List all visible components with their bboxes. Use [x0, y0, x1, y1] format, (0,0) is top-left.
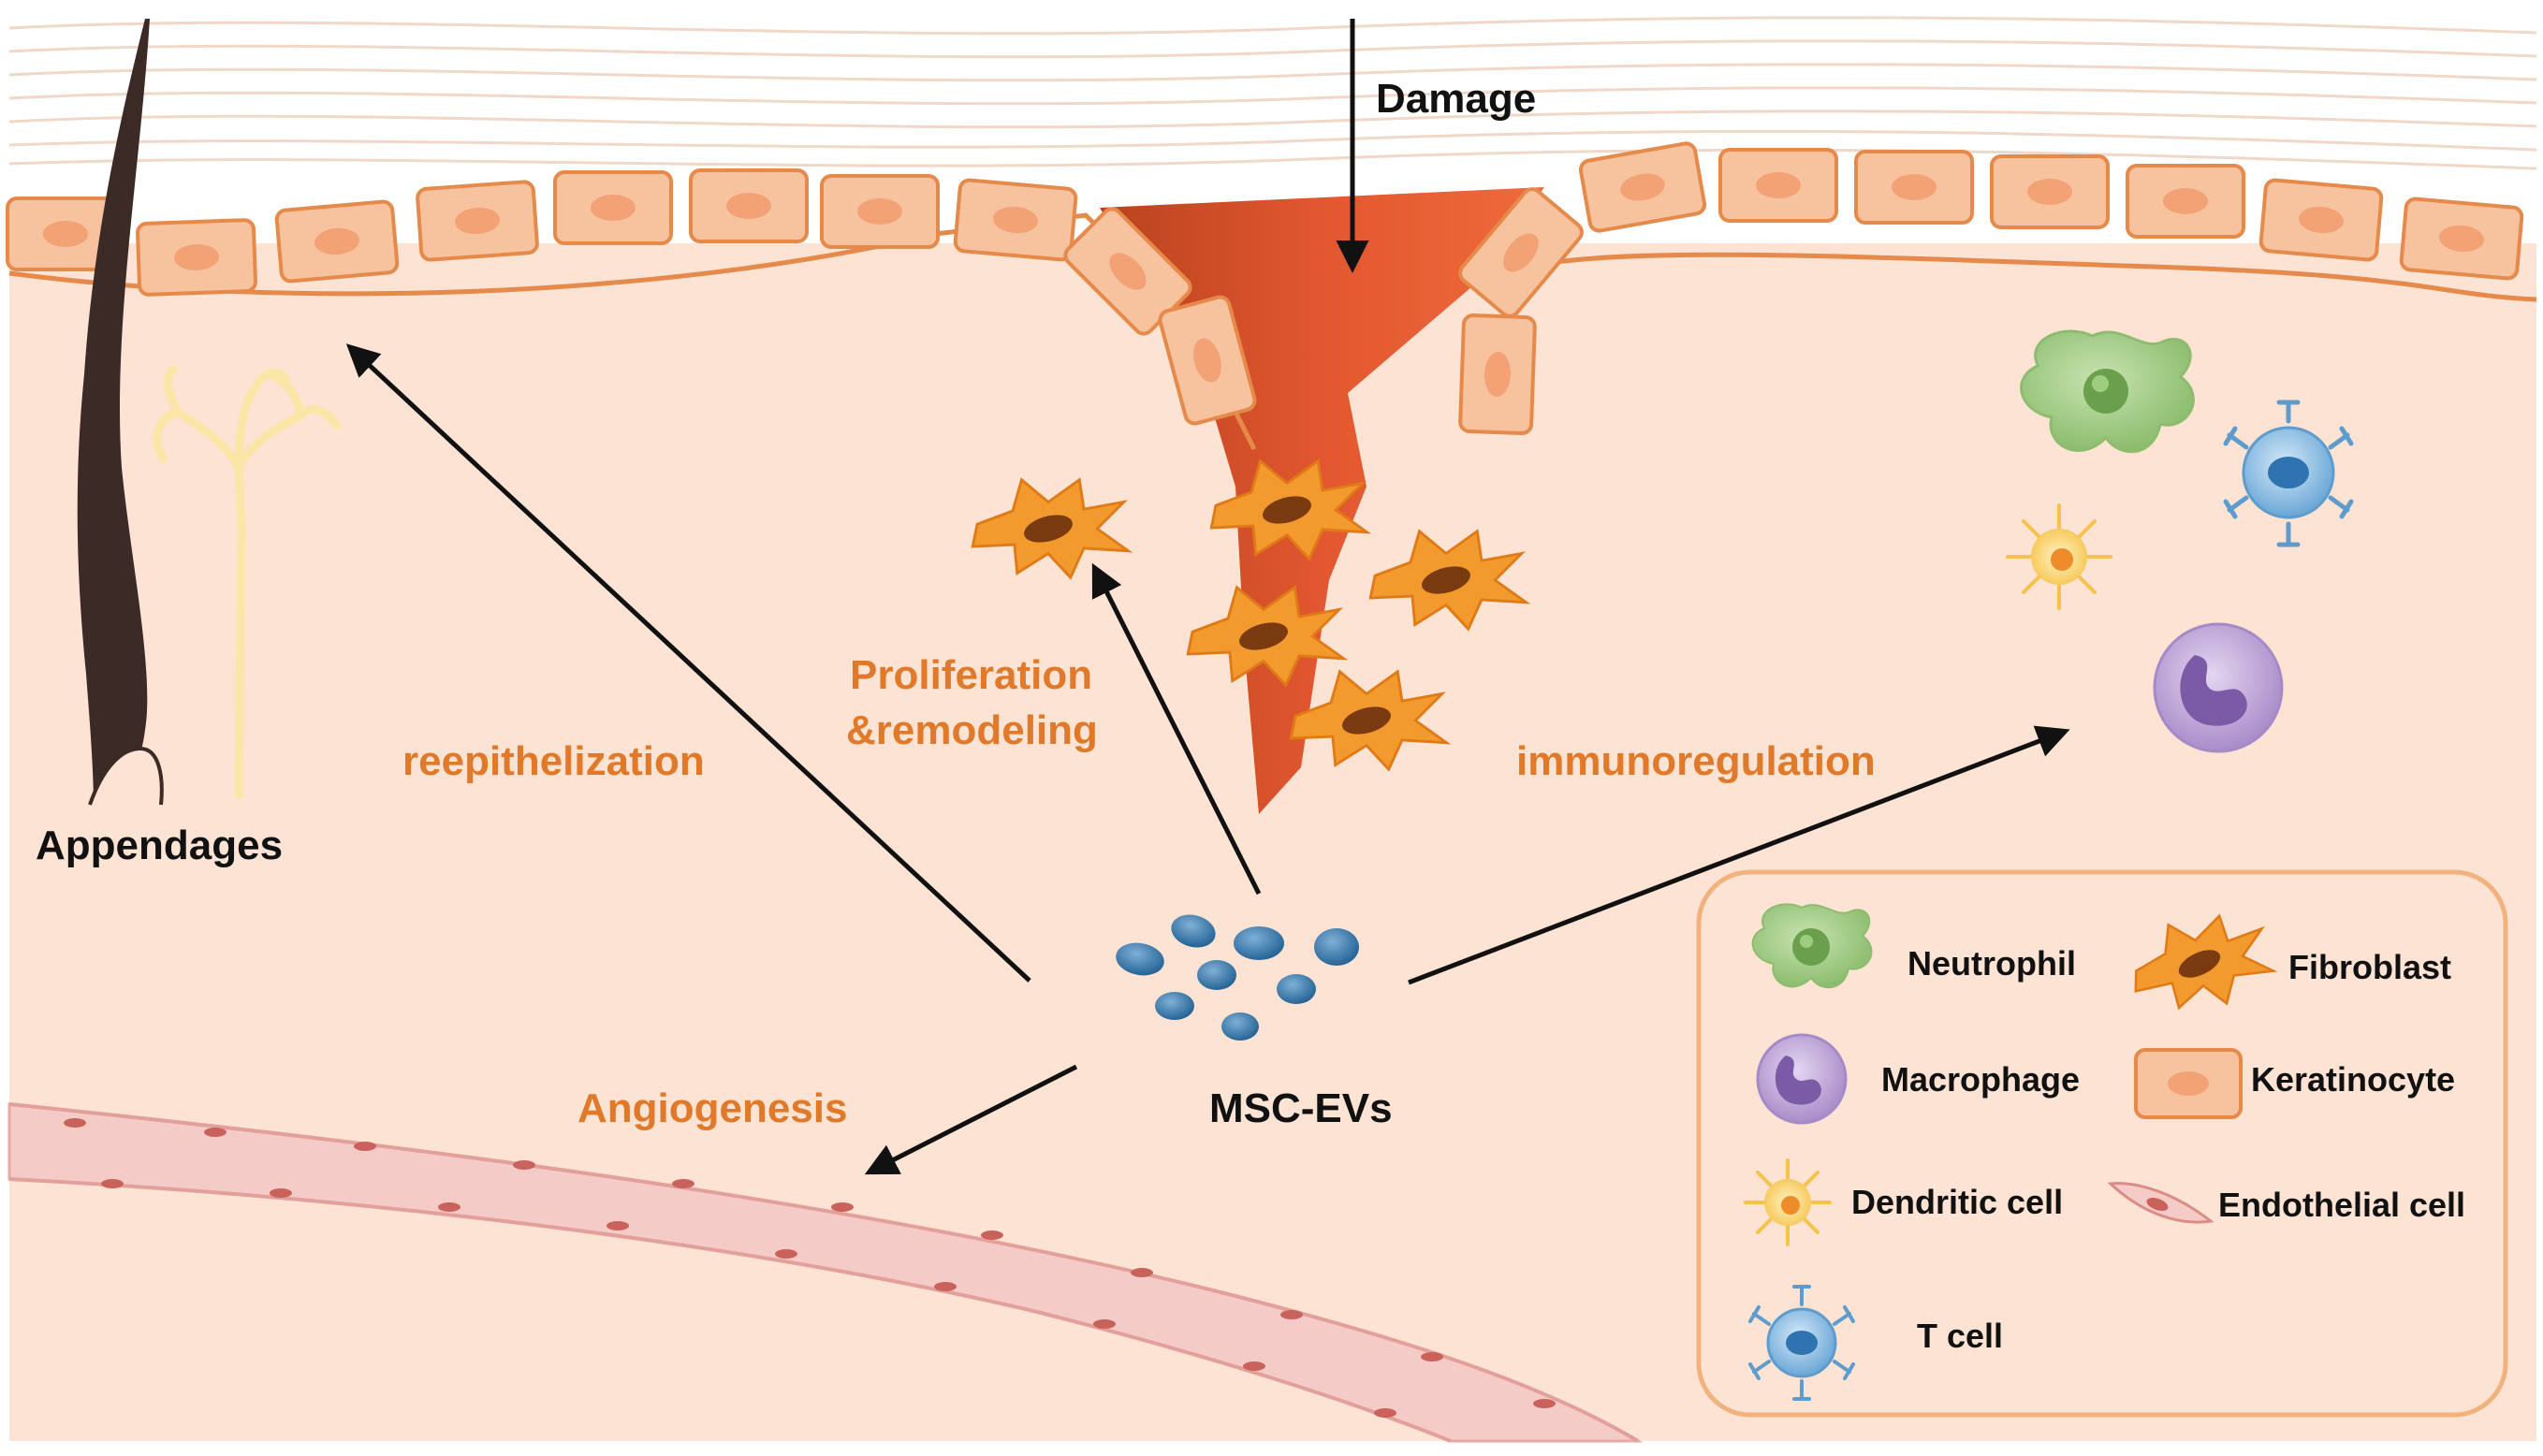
- reepithelization-arrow: [345, 343, 1031, 983]
- legend-keratinocyte-icon: [2134, 1048, 2243, 1119]
- neutrophil-cell: [2020, 329, 2195, 454]
- reepithelization-label: reepithelization: [402, 738, 705, 784]
- immunoregulation-label: immunoregulation: [1516, 738, 1876, 784]
- proliferation-line: Proliferation: [850, 652, 1093, 698]
- legend-endothelial-cell-icon: [2107, 1182, 2214, 1224]
- legend-t-cell-label: T cell: [1917, 1317, 2004, 1355]
- appendages-label: Appendages: [36, 823, 284, 868]
- msc-ev-vesicles: [1116, 914, 1359, 1041]
- msc-evs-label: MSC-EVs: [1209, 1085, 1393, 1131]
- immunoregulation-arrow: [1408, 725, 2070, 985]
- blood-vessel: [7, 1102, 1644, 1443]
- legend-fibroblast-label: Fibroblast: [2288, 948, 2452, 986]
- legend-neutrophil-label: Neutrophil: [1907, 944, 2076, 983]
- legend-dendritic-cell-label: Dendritic cell: [1851, 1183, 2064, 1221]
- angiogenesis-arrow: [864, 1064, 1078, 1175]
- proliferation-arrow: [1091, 562, 1262, 895]
- remodeling-line: &remodeling: [846, 707, 1098, 754]
- legend-keratinocyte-label: Keratinocyte: [2251, 1060, 2456, 1099]
- legend-endothelial-cell-label: Endothelial cell: [2218, 1186, 2466, 1224]
- macrophage-cell: [2153, 622, 2284, 753]
- legend-macrophage-label: Macrophage: [1881, 1060, 2081, 1099]
- legend-dendritic-cell-icon: [1744, 1158, 1832, 1246]
- dendritic-cell: [2006, 503, 2112, 610]
- damage-label: Damage: [1376, 76, 1537, 122]
- t-cell: [2223, 400, 2354, 547]
- proliferation-remodeling-label: Proliferation &remodeling: [846, 648, 1098, 759]
- arrows: [345, 19, 2070, 1175]
- legend-t-cell-icon: [1748, 1285, 1855, 1401]
- stratum-lines: [8, 16, 2537, 170]
- angiogenesis-label: Angiogenesis: [577, 1085, 848, 1131]
- nerve-ending: [153, 365, 342, 800]
- hair-follicle: [77, 19, 150, 805]
- legend-box: [1696, 869, 2508, 1418]
- legend-neutrophil-icon: [1751, 903, 1873, 989]
- legend-macrophage-icon: [1756, 1033, 1848, 1125]
